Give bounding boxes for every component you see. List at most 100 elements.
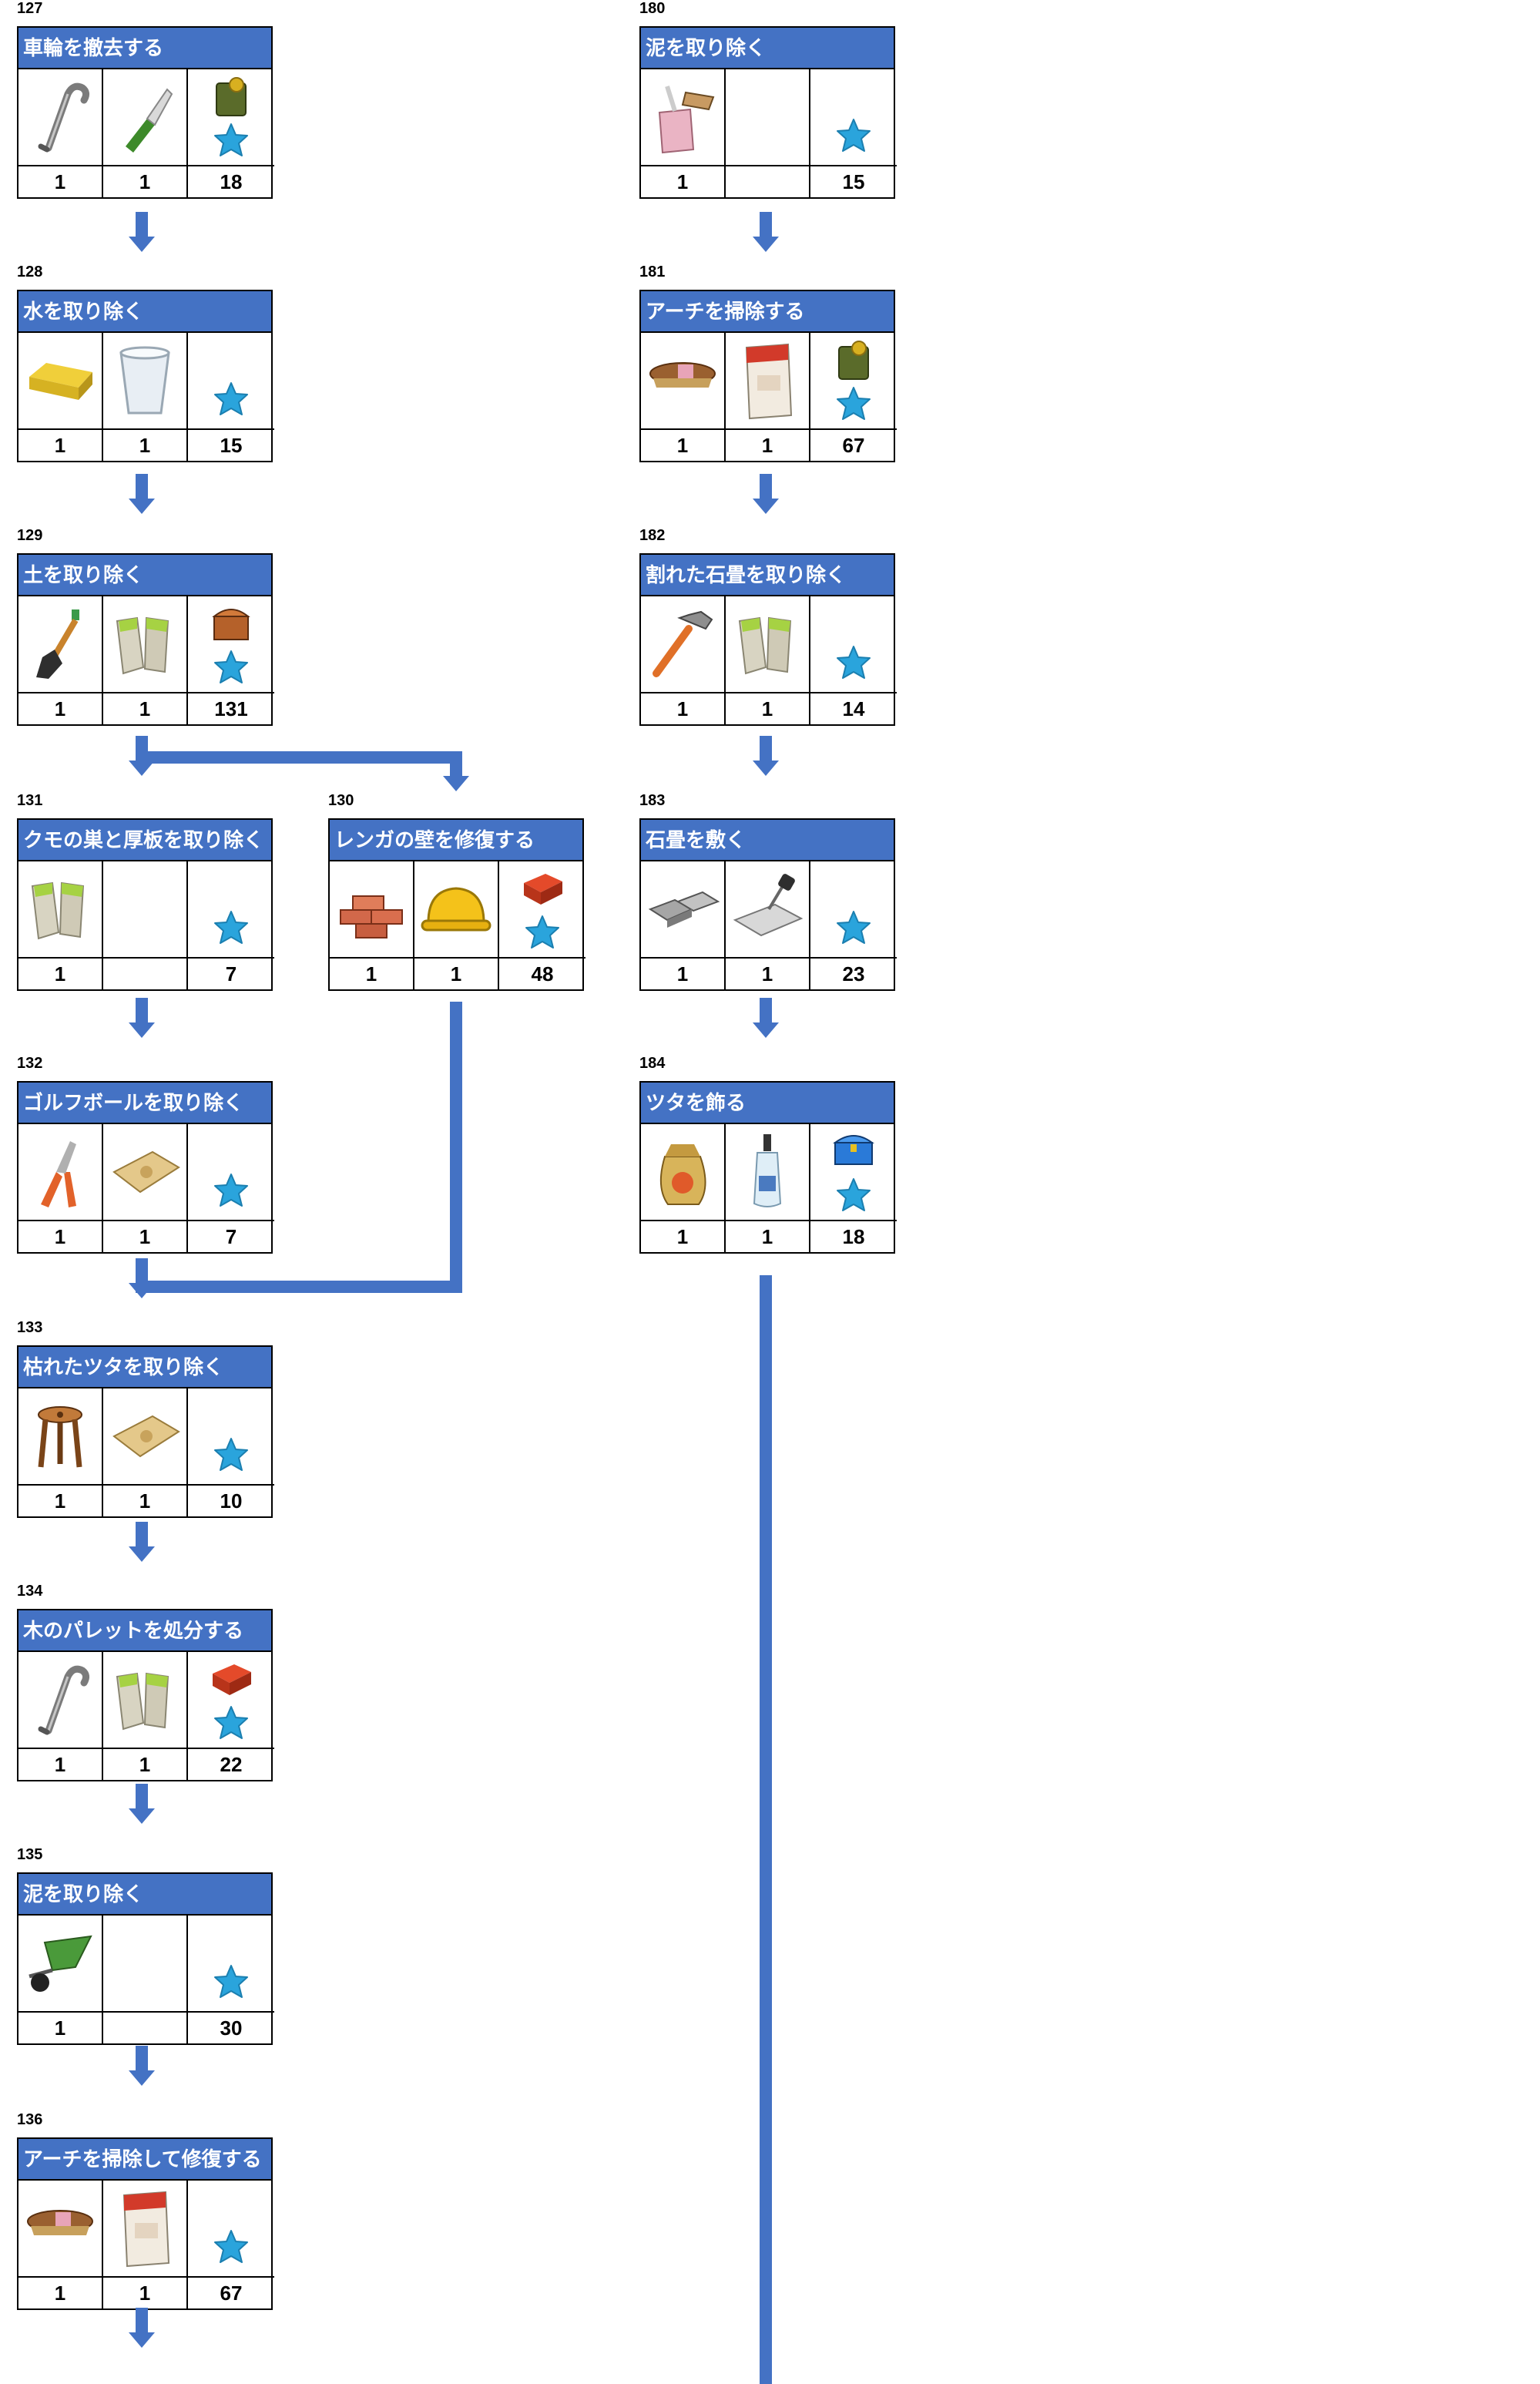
flow-arrow: [129, 736, 155, 776]
quantity-cell: 1: [641, 1221, 726, 1252]
task-title: 割れた石畳を取り除く: [639, 553, 895, 596]
reward-slot: [188, 861, 274, 959]
paving-stones-icon: [648, 891, 720, 928]
task-title: 土を取り除く: [17, 553, 273, 596]
task-number: 131: [17, 792, 43, 809]
star-icon: [214, 1965, 248, 1998]
reward-slot: [188, 333, 274, 430]
brick-box-icon: [524, 874, 562, 905]
quantity-cell: 30: [220, 2016, 243, 2040]
quantity-cell: 15: [220, 433, 243, 457]
quantity-cell: 1: [18, 1221, 103, 1252]
star-icon: [837, 119, 871, 152]
task-title: 泥を取り除く: [17, 1872, 273, 1916]
cement-bag-icon: [122, 2191, 170, 2268]
stool-icon: [38, 1406, 82, 1468]
quantity-cell: [103, 2013, 188, 2043]
reward-slot: [188, 596, 274, 693]
brick-box-icon: [213, 1664, 251, 1695]
star-icon: [214, 1174, 248, 1207]
tool-slot: [330, 861, 414, 959]
brush-icon: [27, 2210, 93, 2235]
merge-connector: [136, 1281, 462, 1293]
tool-slot: [18, 333, 103, 430]
gloves-icon: [116, 616, 169, 675]
quantity-cell: [103, 959, 188, 989]
quantity-cell: 22: [220, 1752, 243, 1776]
quantity-cell: 1: [103, 166, 188, 197]
reward-slot: [188, 2181, 274, 2278]
quantity-cell: 10: [220, 1489, 243, 1513]
quantity-cell: 1: [18, 2013, 103, 2043]
task-number: 133: [17, 1319, 43, 1336]
continuation-connector: [760, 1275, 772, 2384]
hammer-icon: [653, 610, 713, 677]
star-icon: [837, 646, 871, 679]
star-icon: [837, 911, 871, 944]
dustpan-icon: [658, 86, 715, 154]
trowel-icon: [733, 874, 804, 937]
task-number: 129: [17, 527, 43, 544]
task-title: ゴルフボールを取り除く: [17, 1081, 273, 1124]
tool-slot: [641, 1124, 726, 1221]
task-title: 木のパレットを処分する: [17, 1609, 273, 1652]
flow-arrow: [753, 998, 779, 1038]
quantity-cell: 1: [18, 959, 103, 989]
tool-slot: [103, 2181, 188, 2278]
task-number: 183: [639, 792, 666, 809]
star-icon: [837, 387, 871, 420]
cement-bag-icon: [745, 343, 793, 420]
quantity-cell: 1: [103, 1221, 188, 1252]
reward-slot: [499, 861, 585, 959]
tool-slot: [18, 1916, 103, 2013]
quantity-cell: 67: [842, 433, 865, 457]
tool-slot: [18, 596, 103, 693]
task-title: レンガの壁を修復する: [328, 818, 584, 861]
gloves-icon: [116, 1672, 169, 1731]
quantity-cell: 1: [330, 959, 414, 989]
star-icon: [525, 915, 559, 949]
star-icon: [214, 1438, 248, 1471]
quantity-cell: 1: [103, 693, 188, 724]
quantity-cell: 18: [220, 170, 243, 193]
reward-slot: [810, 69, 897, 166]
crowbar-icon: [38, 82, 90, 153]
dropper-bottle-icon: [753, 1134, 782, 1207]
tool-slot: [103, 1388, 188, 1486]
flow-arrow: [753, 474, 779, 514]
quantity-cell: 1: [726, 693, 810, 724]
brush-icon: [649, 362, 716, 388]
tool-slot: [18, 69, 103, 166]
quantity-cell: 1: [103, 430, 188, 461]
flow-arrow: [753, 212, 779, 252]
quantity-cell: 1: [103, 1486, 188, 1516]
sandbag-icon: [112, 1415, 180, 1458]
quantity-cell: 1: [18, 166, 103, 197]
task-number: 184: [639, 1055, 666, 1072]
flow-arrow: [129, 1784, 155, 1824]
tool-slot: [103, 1916, 188, 2013]
reward-slot: [188, 1124, 274, 1221]
quantity-cell: 1: [414, 959, 499, 989]
flow-arrow: [129, 212, 155, 252]
branch-connector: [136, 751, 462, 764]
quantity-cell: 1: [641, 959, 726, 989]
flow-arrow: [443, 751, 469, 791]
flow-arrow: [129, 1258, 155, 1298]
tool-slot: [103, 1124, 188, 1221]
flow-arrow: [129, 2046, 155, 2086]
shovel-icon: [36, 609, 79, 679]
